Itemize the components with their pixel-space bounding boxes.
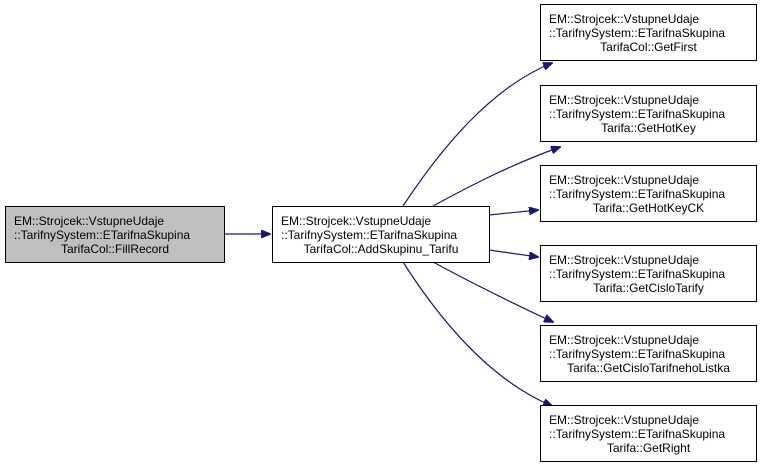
node-label-line: ::TarifnySystem::ETarifnaSkupina [549,25,726,40]
node-label-line: EM::Strojcek::VstupneUdaje [549,332,700,347]
node-label-line: TarifaCol::AddSkupinu_Tarifu [303,241,459,256]
node-label-line: Tarifa::GetRight [606,440,691,455]
edge-addskupinu-to-getcislotarifnehollistka [432,261,553,322]
node-getcislotarifnehollistka[interactable]: EM::Strojcek::VstupneUdaje ::TarifnySyst… [540,325,757,382]
node-label-line: Tarifa::GetCisloTarify [593,280,704,295]
node-label-line: EM::Strojcek::VstupneUdaje [14,213,165,228]
node-label-line: ::TarifnySystem::ETarifnaSkupina [281,227,458,242]
node-label-line: TarifaCol::FillRecord [60,241,170,256]
node-label-line: EM::Strojcek::VstupneUdaje [549,172,700,187]
node-getcislotarify[interactable]: EM::Strojcek::VstupneUdaje ::TarifnySyst… [540,245,757,302]
edge-addskupinu-to-gethotkey [432,147,560,207]
node-label-line: Tarifa::GetCisloTarifnehoListka [567,360,730,375]
edge-addskupinu-to-getcislotarify [488,249,538,257]
node-label-line: EM::Strojcek::VstupneUdaje [549,11,700,26]
node-label-line: ::TarifnySystem::ETarifnaSkupina [549,106,726,121]
edge-addskupinu-to-getright [402,261,552,406]
node-label-line: EM::Strojcek::VstupneUdaje [549,412,700,427]
node-addskupinu[interactable]: EM::Strojcek::VstupneUdaje ::TarifnySyst… [272,206,490,263]
node-gethotkey[interactable]: EM::Strojcek::VstupneUdaje ::TarifnySyst… [540,85,757,142]
node-label-line: ::TarifnySystem::ETarifnaSkupina [14,227,191,242]
node-gethotkeyck[interactable]: EM::Strojcek::VstupneUdaje ::TarifnySyst… [540,165,757,222]
node-fillrecord[interactable]: EM::Strojcek::VstupneUdaje ::TarifnySyst… [5,206,225,263]
node-label-line: ::TarifnySystem::ETarifnaSkupina [549,266,726,281]
node-label-line: ::TarifnySystem::ETarifnaSkupina [549,346,726,361]
edge-addskupinu-to-getfirst [402,63,552,207]
node-label-line: EM::Strojcek::VstupneUdaje [281,213,432,228]
node-label-line: Tarifa::GetHotKey [601,120,696,135]
node-getright[interactable]: EM::Strojcek::VstupneUdaje ::TarifnySyst… [540,405,757,462]
node-label-line: TarifaCol::GetFirst [600,39,697,54]
node-label-line: EM::Strojcek::VstupneUdaje [549,92,700,107]
edge-addskupinu-to-gethotkeyck [488,210,538,216]
node-label-line: Tarifa::GetHotKeyCK [592,200,705,215]
node-label-line: ::TarifnySystem::ETarifnaSkupina [549,426,726,441]
node-label-line: ::TarifnySystem::ETarifnaSkupina [549,186,726,201]
node-label-line: EM::Strojcek::VstupneUdaje [549,252,700,267]
node-getfirst[interactable]: EM::Strojcek::VstupneUdaje ::TarifnySyst… [540,4,757,61]
